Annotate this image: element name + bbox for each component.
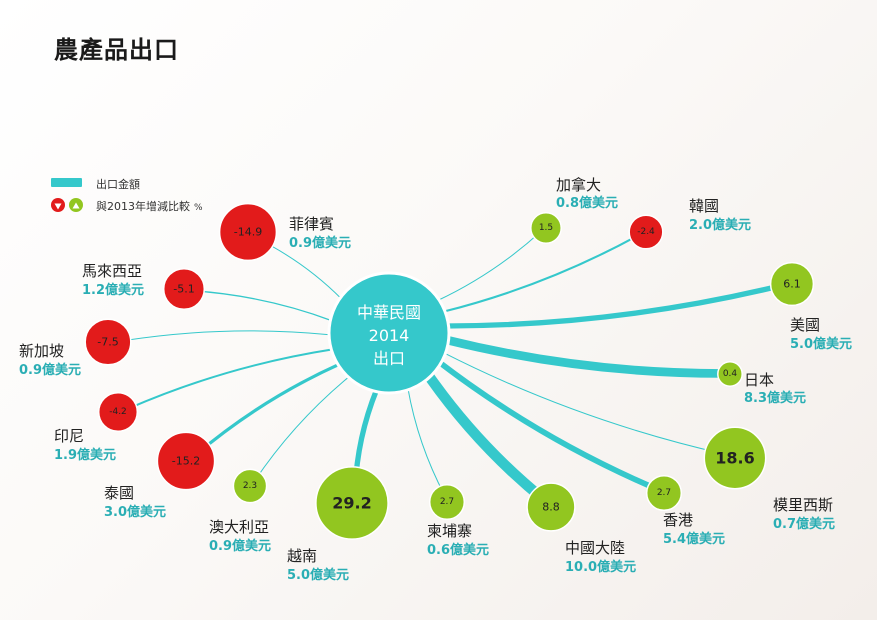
label-vietnam-value: 5.0億美元 xyxy=(287,567,349,583)
node-indonesia-circle xyxy=(97,391,139,433)
label-hongkong-value: 5.4億美元 xyxy=(663,531,725,547)
node-singapore-change: -7.5 xyxy=(97,336,118,349)
label-cambodia-name: 柬埔寨 xyxy=(427,522,472,540)
label-usa-name: 美國 xyxy=(790,316,820,334)
label-china-name: 中國大陸 xyxy=(565,539,625,557)
node-thailand-change: -15.2 xyxy=(172,455,200,468)
label-cambodia-value: 0.6億美元 xyxy=(427,542,489,558)
link-malaysia xyxy=(191,290,333,322)
hub-circle xyxy=(327,271,451,395)
node-philippines-change: -14.9 xyxy=(234,226,262,239)
node-hongkong-change: 2.7 xyxy=(657,488,671,498)
hub-label-line1: 中華民國 xyxy=(357,303,421,322)
label-canada-value: 0.8億美元 xyxy=(556,195,618,211)
node-malaysia-change: -5.1 xyxy=(173,283,194,296)
label-singapore-value: 0.9億美元 xyxy=(19,362,81,378)
label-australia-name: 澳大利亞 xyxy=(209,518,269,536)
label-canada-name: 加拿大 xyxy=(556,176,601,194)
node-cambodia-change: 2.7 xyxy=(440,497,454,507)
link-hongkong xyxy=(436,359,661,493)
node-china-circle xyxy=(526,482,576,532)
increase-triangle-icon xyxy=(69,198,83,212)
node-canada-circle xyxy=(530,212,562,244)
node-australia-change: 2.3 xyxy=(243,481,257,491)
legend-change-text: 與2013年增減比較 xyxy=(96,200,190,213)
hub-label-line3: 出口 xyxy=(373,349,405,368)
page-title: 農產品出口 xyxy=(54,36,179,64)
label-korea-value: 2.0億美元 xyxy=(689,217,751,233)
legend-amount-bar xyxy=(51,178,82,187)
label-indonesia-value: 1.9億美元 xyxy=(54,447,116,463)
link-korea xyxy=(441,233,641,313)
link-mauritius xyxy=(443,352,724,455)
decrease-triangle-icon xyxy=(51,198,65,212)
node-korea-circle xyxy=(628,214,664,250)
node-usa-change: 6.1 xyxy=(783,278,801,291)
label-japan-name: 日本 xyxy=(744,371,774,389)
label-mauritius-value: 0.7億美元 xyxy=(773,516,835,532)
node-thailand-circle xyxy=(156,431,216,491)
node-china-change: 8.8 xyxy=(542,501,560,514)
node-japan-circle xyxy=(717,361,743,387)
link-layer xyxy=(116,230,787,506)
link-canada xyxy=(436,230,542,302)
node-mauritius-circle xyxy=(703,426,767,490)
legend-change-unit: % xyxy=(194,203,203,213)
node-korea-change: -2.4 xyxy=(637,227,655,237)
label-hongkong-name: 香港 xyxy=(663,511,693,529)
label-vietnam-name: 越南 xyxy=(287,547,317,565)
node-indonesia-change: -4.2 xyxy=(109,407,127,417)
node-japan-change: 0.4 xyxy=(723,369,738,379)
label-layer: 菲律賓0.9億美元馬來西亞1.2億美元新加坡0.9億美元印尼1.9億美元泰國3.… xyxy=(19,176,852,583)
label-philippines-value: 0.9億美元 xyxy=(289,235,351,251)
link-indonesia xyxy=(124,348,335,411)
hub-node: 中華民國 2014 出口 xyxy=(327,271,451,395)
node-mauritius-change: 18.6 xyxy=(715,449,754,468)
node-singapore-circle xyxy=(84,318,132,366)
node-philippines-circle xyxy=(218,202,278,262)
link-australia xyxy=(253,375,351,482)
label-malaysia-value: 1.2億美元 xyxy=(82,282,144,298)
label-japan-value: 8.3億美元 xyxy=(744,390,806,406)
node-hongkong-circle xyxy=(645,474,683,512)
label-indonesia-name: 印尼 xyxy=(54,427,84,445)
node-malaysia-circle xyxy=(162,267,206,311)
label-thailand-value: 3.0億美元 xyxy=(104,504,166,520)
legend-amount-label: 出口金額 xyxy=(96,178,140,191)
label-usa-value: 5.0億美元 xyxy=(790,336,852,352)
label-china-value: 10.0億美元 xyxy=(565,559,636,575)
label-philippines-name: 菲律賓 xyxy=(289,215,334,233)
node-canada-change: 1.5 xyxy=(539,223,553,233)
label-australia-value: 0.9億美元 xyxy=(209,538,271,554)
node-vietnam-change: 29.2 xyxy=(332,494,371,513)
link-japan xyxy=(442,335,730,378)
link-cambodia xyxy=(407,387,446,496)
link-thailand xyxy=(194,362,342,457)
link-usa xyxy=(443,282,787,329)
node-layer: -14.9 -5.1 -7.5 -4.2 -15.2 2.3 29.2 2.7 8.8 2.7 18… xyxy=(84,202,815,540)
label-korea-name: 韓國 xyxy=(689,197,719,215)
node-vietnam-circle xyxy=(315,466,389,540)
hub-label-line2: 2014 xyxy=(369,326,410,345)
node-usa-circle xyxy=(769,261,815,307)
label-thailand-name: 泰國 xyxy=(104,484,134,502)
legend-change-label: 與2013年增減比較% xyxy=(96,198,203,214)
label-mauritius-name: 模里西斯 xyxy=(773,496,833,514)
link-china xyxy=(423,370,550,506)
node-australia-circle xyxy=(232,468,268,504)
label-malaysia-name: 馬來西亞 xyxy=(82,262,142,280)
label-singapore-name: 新加坡 xyxy=(19,342,64,360)
link-singapore xyxy=(116,330,332,343)
node-cambodia-circle xyxy=(428,483,466,521)
